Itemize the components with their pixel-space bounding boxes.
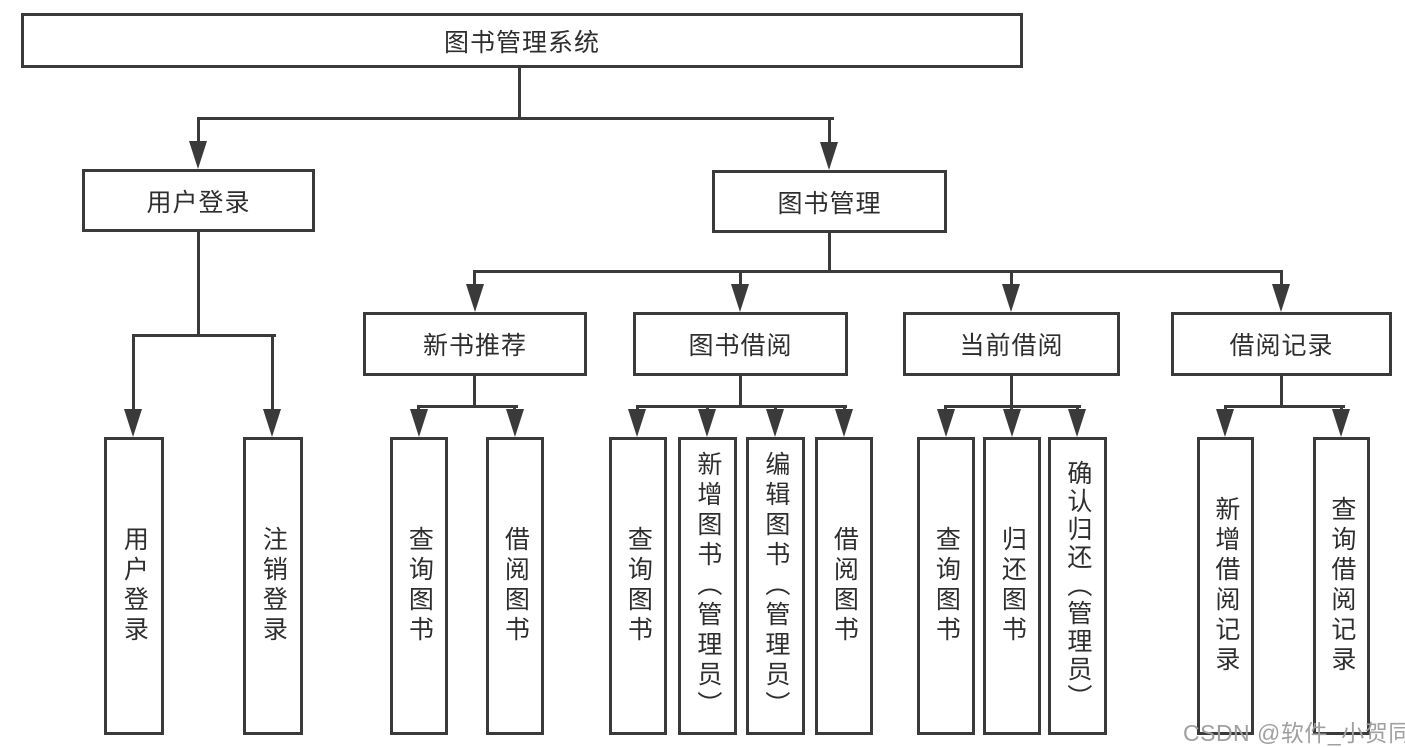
- arrowhead-down-icon: [1003, 409, 1021, 437]
- node-label: 图书借阅: [688, 332, 793, 360]
- arrowhead-down-icon: [263, 409, 281, 437]
- leaf-logout: 注销登录: [243, 437, 303, 735]
- arrowhead-down-icon: [1002, 284, 1020, 312]
- arrowhead-down-icon: [820, 142, 838, 170]
- arrowhead-down-icon: [698, 409, 716, 437]
- edge-line: [636, 405, 847, 408]
- leaf-user-login: 用户登录: [104, 437, 164, 735]
- node-book-borrowing: 图书借阅: [633, 312, 848, 376]
- edge-line: [739, 376, 742, 407]
- arrowhead-down-icon: [466, 284, 484, 312]
- edge-line: [417, 405, 518, 408]
- edge-line: [197, 232, 200, 336]
- arrowhead-down-icon: [1332, 409, 1350, 437]
- node-label: 图书管理系统: [443, 28, 600, 57]
- arrowhead-down-icon: [410, 409, 428, 437]
- leaf-label: 注销登录: [259, 526, 288, 646]
- node-label: 当前借阅: [959, 332, 1064, 360]
- edge-line: [1010, 270, 1013, 288]
- node-user-login-branch: 用户登录: [82, 169, 315, 232]
- leaf-label: 用户登录: [120, 526, 149, 646]
- leaf-add-books-admin: 新增图书（管理员）: [678, 437, 737, 735]
- arrowhead-down-icon: [937, 409, 955, 437]
- leaf-borrow-books: 借阅图书: [486, 437, 544, 735]
- arrowhead-down-icon: [1068, 409, 1086, 437]
- leaf-label: 编辑图书（管理员）: [761, 451, 790, 721]
- arrowhead-down-icon: [1272, 284, 1290, 312]
- node-label: 新书推荐: [422, 332, 527, 360]
- leaf-label: 归还图书: [998, 526, 1027, 646]
- leaf-label: 查询图书: [405, 526, 434, 646]
- arrowhead-down-icon: [506, 409, 524, 437]
- leaf-query-books: 查询图书: [917, 437, 975, 735]
- node-label: 借阅记录: [1229, 332, 1334, 360]
- leaf-label: 确认归还（管理员）: [1063, 460, 1092, 712]
- edge-line: [473, 376, 476, 407]
- arrowhead-down-icon: [835, 409, 853, 437]
- edge-line: [1280, 270, 1283, 288]
- edge-line: [518, 68, 521, 118]
- edge-line: [739, 270, 742, 288]
- edge-line: [197, 117, 200, 147]
- node-book-management-branch: 图书管理: [712, 170, 947, 233]
- leaf-query-borrow-record: 查询借阅记录: [1313, 437, 1370, 735]
- csdn-watermark: CSDN @软件_小贺同学: [1183, 720, 1405, 746]
- edge-line: [828, 233, 831, 273]
- node-borrowing-records: 借阅记录: [1171, 312, 1392, 376]
- leaf-borrow-books: 借阅图书: [815, 437, 873, 735]
- edge-line: [132, 334, 135, 412]
- leaf-label: 借阅图书: [501, 526, 530, 646]
- edge-line: [1280, 376, 1283, 407]
- edge-line: [197, 117, 834, 120]
- node-current-borrowing: 当前借阅: [903, 312, 1120, 376]
- edge-line: [132, 334, 276, 337]
- node-root-system: 图书管理系统: [21, 13, 1023, 68]
- leaf-query-books: 查询图书: [609, 437, 667, 735]
- arrowhead-down-icon: [1216, 409, 1234, 437]
- leaf-edit-books-admin: 编辑图书（管理员）: [746, 437, 805, 735]
- arrowhead-down-icon: [189, 141, 207, 169]
- leaf-confirm-return-admin: 确认归还（管理员）: [1048, 437, 1107, 735]
- node-label: 用户登录: [146, 188, 251, 217]
- leaf-label: 借阅图书: [830, 526, 859, 646]
- leaf-add-borrow-record: 新增借阅记录: [1197, 437, 1254, 735]
- leaf-label: 新增借阅记录: [1211, 496, 1240, 676]
- edge-line: [473, 270, 476, 288]
- arrowhead-down-icon: [628, 409, 646, 437]
- node-label: 图书管理: [777, 189, 882, 218]
- node-new-book-recommend: 新书推荐: [363, 312, 587, 376]
- arrowhead-down-icon: [124, 409, 142, 437]
- leaf-query-books: 查询图书: [390, 437, 448, 735]
- leaf-label: 查询借阅记录: [1327, 496, 1356, 676]
- leaf-label: 查询图书: [932, 526, 961, 646]
- edge-line: [474, 270, 1283, 273]
- edge-line: [828, 117, 831, 147]
- edge-line: [271, 334, 274, 412]
- leaf-label: 查询图书: [624, 526, 653, 646]
- leaf-return-books: 归还图书: [983, 437, 1041, 735]
- leaf-label: 新增图书（管理员）: [693, 451, 722, 721]
- edge-line: [1010, 376, 1013, 407]
- arrowhead-down-icon: [731, 284, 749, 312]
- arrowhead-down-icon: [766, 409, 784, 437]
- edge-line: [1224, 405, 1345, 408]
